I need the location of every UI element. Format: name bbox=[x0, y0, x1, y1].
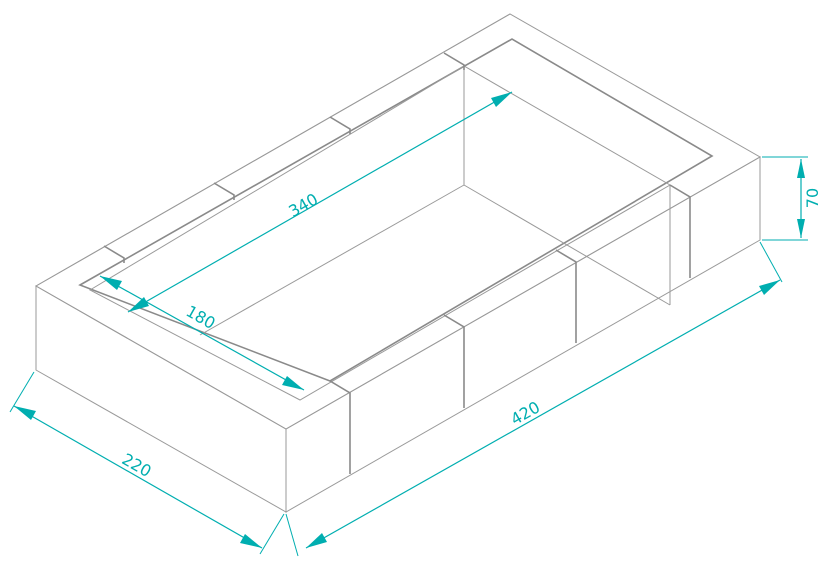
inner-floor-back-right bbox=[463, 184, 671, 306]
front-block-seams bbox=[329, 184, 691, 474]
dim-outer-width: 220 bbox=[9, 371, 285, 555]
back-left-top-edge bbox=[35, 13, 511, 287]
rim-block-seams bbox=[103, 52, 465, 263]
arrow-180-a bbox=[100, 276, 122, 290]
arrow-180-b bbox=[282, 376, 304, 390]
dim-line-340 bbox=[127, 91, 513, 313]
arrow-420-b bbox=[759, 280, 780, 295]
inner-opening bbox=[78, 38, 714, 401]
ext-220-a bbox=[9, 371, 35, 413]
dim-line-180 bbox=[99, 275, 305, 391]
front-left-face bbox=[35, 285, 287, 513]
dim-label-340: 340 bbox=[285, 189, 321, 221]
seam-1 bbox=[103, 245, 125, 263]
seam-3 bbox=[329, 116, 351, 134]
inner-cavity bbox=[199, 66, 671, 336]
seam-2 bbox=[213, 182, 235, 200]
inner-floor-back-left bbox=[199, 184, 465, 336]
front-seam-4 bbox=[669, 184, 691, 278]
dim-outer-length: 420 bbox=[285, 241, 783, 557]
dim-inner-length: 340 bbox=[127, 91, 513, 313]
ext-220-b bbox=[259, 513, 285, 555]
dim-label-180: 180 bbox=[183, 301, 219, 333]
outer-box bbox=[34, 13, 762, 513]
arrow-70-a bbox=[797, 159, 805, 178]
arrow-70-b bbox=[797, 219, 805, 238]
front-right-face bbox=[285, 156, 761, 513]
outer-rim-outline bbox=[34, 13, 762, 430]
seam-4 bbox=[443, 52, 465, 70]
inner-opening-outline bbox=[78, 38, 714, 382]
front-seam-2 bbox=[443, 314, 465, 408]
front-seam-3 bbox=[555, 249, 577, 343]
dim-height: 70 bbox=[762, 156, 822, 241]
dim-label-70: 70 bbox=[803, 188, 822, 208]
arrow-220-a bbox=[14, 406, 36, 420]
arrow-420-a bbox=[306, 533, 327, 548]
front-seam-1 bbox=[329, 380, 351, 474]
arrow-340-b bbox=[491, 92, 512, 107]
arrow-220-b bbox=[240, 534, 262, 548]
dim-line-420 bbox=[305, 279, 781, 549]
dim-line-220 bbox=[13, 405, 263, 549]
ext-420-a bbox=[285, 513, 299, 557]
ext-420-b bbox=[759, 241, 783, 283]
